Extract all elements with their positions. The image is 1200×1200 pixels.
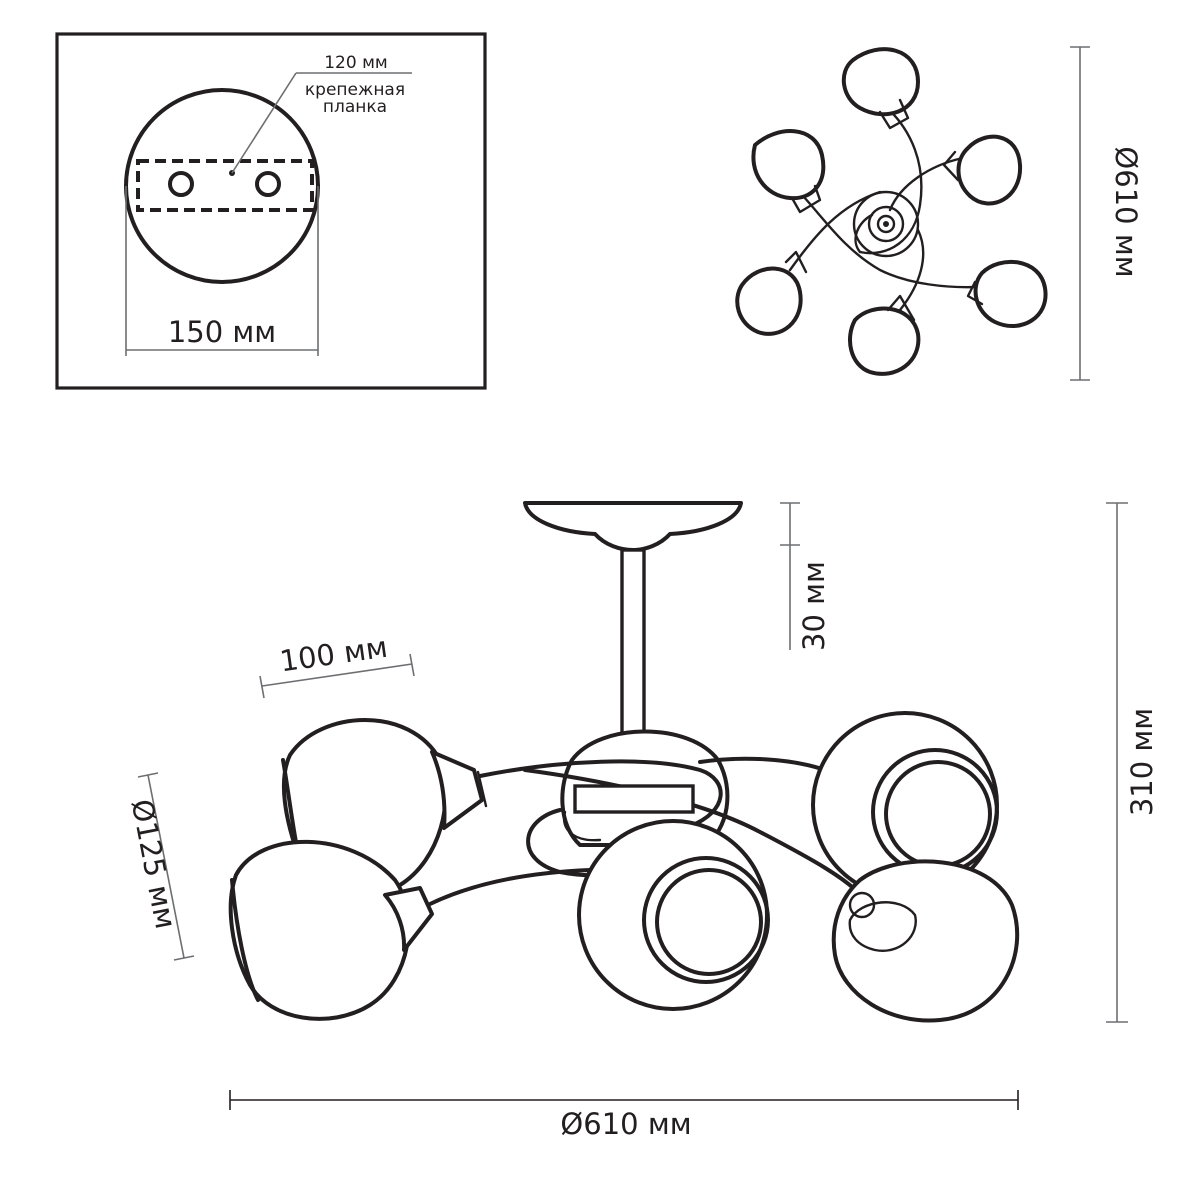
mounting-hole-left [168, 171, 194, 197]
ceiling-plate-circle [124, 88, 320, 284]
total-diameter-label: Ø610 мм [560, 1107, 691, 1141]
top-view: Ø610 мм [735, 46, 1143, 381]
shade-diameter-dim-line [147, 774, 185, 959]
mounting-plate-view: 150 мм 120 мм крепежная планка [55, 32, 487, 390]
shade-diameter-label: Ø125 мм [125, 796, 183, 931]
shade-lower-left [228, 839, 434, 1021]
top-shade-6 [848, 294, 921, 376]
top-hub-dot [883, 221, 889, 227]
shade-depth-dim-line [261, 663, 413, 687]
arm-lower-left [428, 868, 592, 906]
top-arm-3 [801, 194, 979, 289]
shade-lower-right [831, 859, 1020, 1023]
shade-diameter-tick-bottom [173, 955, 195, 961]
arm-upper-left [478, 759, 723, 828]
arm-inner-curve [562, 810, 602, 842]
bracket-note-line2: планка [323, 97, 387, 117]
canopy-height-label: 30 мм [797, 561, 831, 651]
bracket-leader-diagonal [231, 72, 297, 174]
top-hub-inner [876, 214, 896, 234]
top-arm-5 [898, 228, 925, 312]
mounting-hole-right [255, 171, 281, 197]
top-arm-2 [888, 156, 965, 212]
canopy [523, 501, 743, 552]
mounting-bracket-dashed [136, 159, 314, 212]
top-arm-1 [858, 104, 923, 255]
arm-right-long [698, 756, 827, 772]
stem [620, 548, 646, 752]
arm-hub-block [573, 784, 695, 814]
top-diameter-label: Ø610 мм [1109, 146, 1143, 277]
plate-width-label: 150 мм [168, 315, 276, 349]
side-view: 30 мм 100 мм Ø125 мм 310 мм Ø610 мм [125, 501, 1159, 1141]
top-arm-ring-outer [852, 190, 920, 258]
plate-view-frame [55, 32, 487, 390]
bracket-width-label: 120 мм [324, 53, 388, 73]
top-shade-4 [966, 259, 1048, 328]
bracket-note-line1: крепежная [305, 80, 405, 100]
top-shade-5 [735, 250, 808, 336]
top-shade-3 [751, 129, 826, 214]
top-shade-1 [841, 47, 920, 130]
top-shade-2 [942, 134, 1023, 206]
arm-upper-right [523, 768, 867, 902]
top-hub-outer [867, 205, 905, 243]
top-arm-6 [854, 213, 874, 254]
shade-diameter-tick-top [137, 772, 159, 778]
shade-depth-tick-right [409, 653, 415, 677]
shade-front-center [577, 819, 770, 1011]
total-height-label: 310 мм [1125, 708, 1159, 816]
shade-depth-tick-left [259, 675, 265, 699]
shade-depth-label: 100 мм [278, 630, 390, 679]
